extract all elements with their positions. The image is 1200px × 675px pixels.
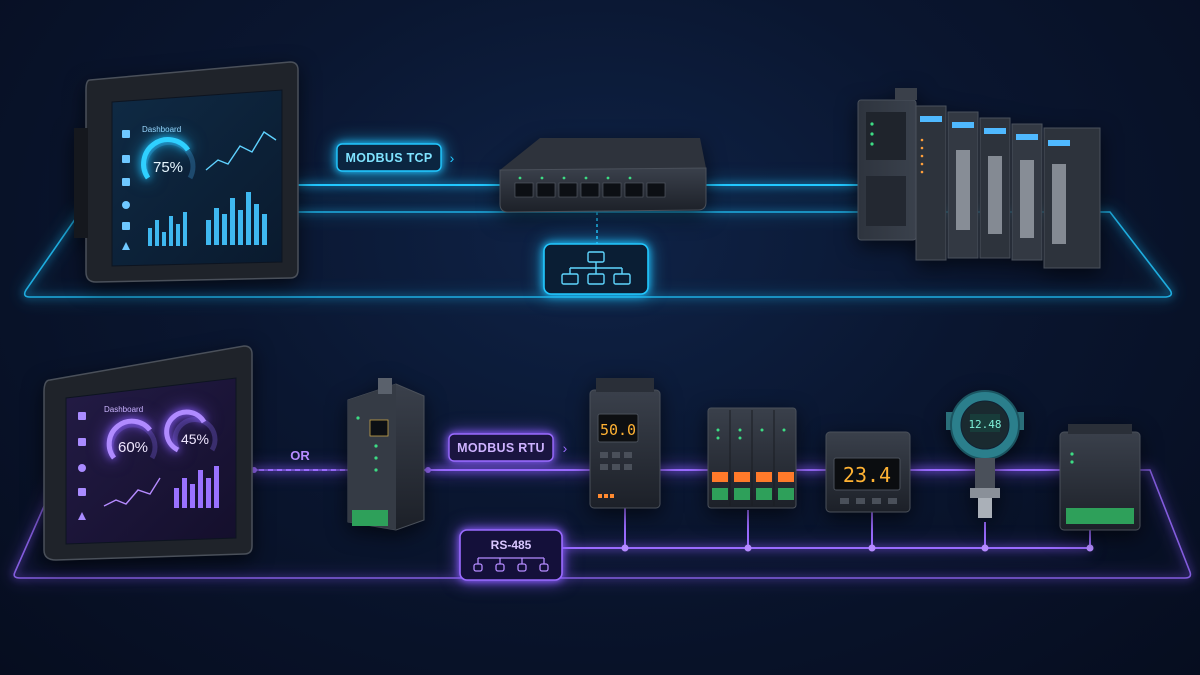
plc-modules <box>915 105 1101 269</box>
switch-leds <box>518 176 632 180</box>
rtu-platform-outline <box>13 469 1192 579</box>
hmi-panel-rtu: Dashboard 60% 45% <box>43 345 253 561</box>
ethernet-switch <box>499 138 707 213</box>
gauge-rtu-1: 60% <box>106 418 158 460</box>
vfd-drive: 50.0 <box>589 378 661 509</box>
modbus-tcp-text: MODBUS TCP <box>345 151 432 165</box>
gauge-tcp: 75% <box>141 137 196 180</box>
tcp-platform-outline <box>23 211 1173 298</box>
pressure-transmitter: 12.48 <box>946 390 1024 518</box>
hmi-rtu-header: Dashboard <box>104 405 143 414</box>
gauge-rtu-1-value: 60% <box>118 439 148 456</box>
small-controller <box>1059 424 1141 531</box>
terminal-block <box>352 510 388 526</box>
or-label: OR <box>290 448 310 463</box>
bus-drops <box>624 505 1091 548</box>
gauge-rtu-2: 45% <box>164 409 218 453</box>
switch-ports <box>514 182 666 198</box>
sidebar-icons <box>122 130 130 250</box>
trend-line <box>103 477 161 507</box>
bar-graph-small <box>148 212 187 246</box>
network-topology-icon <box>543 243 649 295</box>
hmi-tcp-header: Dashboard <box>142 125 181 134</box>
transmitter-display: 12.48 <box>968 418 1001 431</box>
ethernet-port <box>369 419 389 437</box>
chevron-right-icon: › <box>563 440 568 456</box>
rs485-text: RS-485 <box>491 538 532 552</box>
modbus-rtu-text: MODBUS RTU <box>457 441 545 455</box>
trend-line <box>205 131 277 171</box>
tcp-network: MODBUS TCP › Dashboard 75% <box>23 61 1173 298</box>
meter-display: 23.4 <box>843 463 891 487</box>
plc-rack <box>857 88 1101 269</box>
gauge-rtu-2-value: 45% <box>181 431 209 447</box>
bar-graph-tcp <box>206 192 267 245</box>
vfd-display: 50.0 <box>600 421 636 439</box>
hmi-panel-tcp: Dashboard 75% <box>74 61 299 283</box>
rs485-label: RS-485 <box>459 529 563 581</box>
panel-meter: 23.4 <box>825 431 911 513</box>
chevron-right-icon: › <box>450 150 455 166</box>
remote-io-modules <box>707 407 797 509</box>
bus-connector-icon <box>473 557 549 572</box>
gauge-tcp-value: 75% <box>153 159 183 176</box>
modbus-tcp-label: MODBUS TCP › <box>336 143 455 172</box>
modbus-rtu-label: MODBUS RTU › <box>448 433 568 462</box>
bus-nodes <box>621 544 1094 552</box>
sidebar-icons <box>78 412 86 520</box>
rtu-network: OR MODBUS RTU › RS-485 <box>13 345 1192 581</box>
modbus-gateway <box>347 378 425 531</box>
bar-graph-rtu <box>174 466 219 508</box>
link-node <box>425 467 431 473</box>
